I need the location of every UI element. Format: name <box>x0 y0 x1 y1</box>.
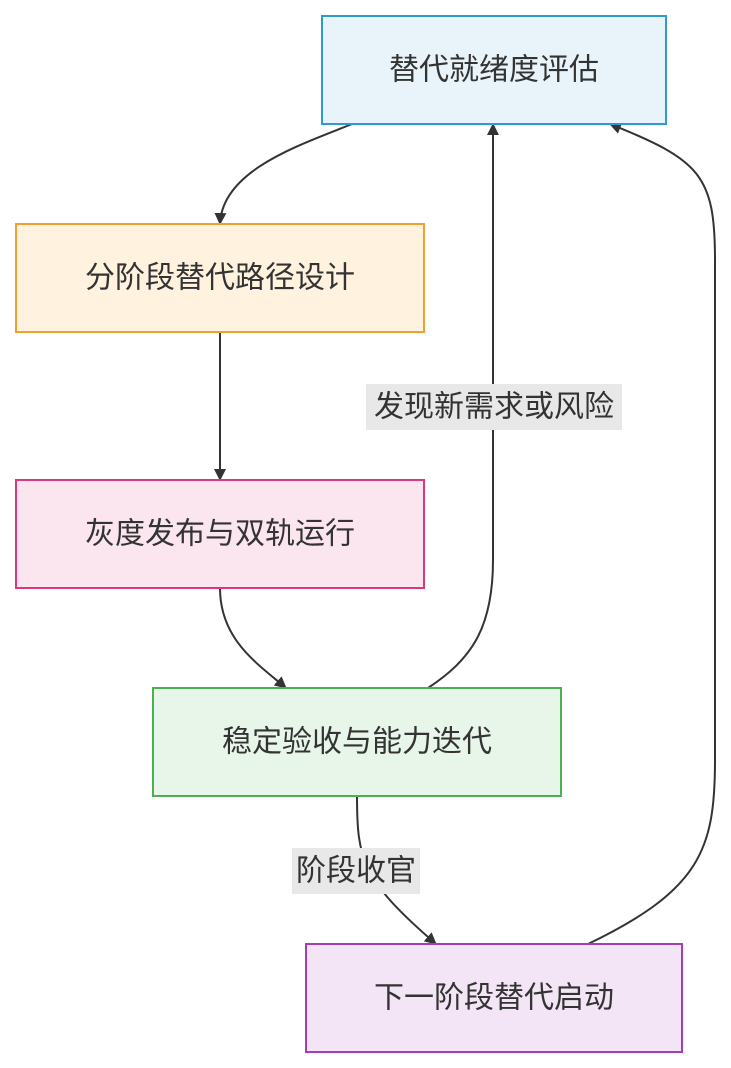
node-readiness-assessment-box <box>321 15 667 125</box>
edge-label-feedback: 发现新需求或风险 <box>366 384 622 430</box>
edge-label-feedback-text: 发现新需求或风险 <box>374 390 614 425</box>
node-readiness-assessment-label: 替代就绪度评估 <box>389 53 599 88</box>
edge-next-to-assess <box>587 122 716 945</box>
edge-accept-to-assess <box>427 123 499 689</box>
edge-label-feedback-bg <box>366 384 622 430</box>
node-phased-path-design-box <box>15 223 425 333</box>
edge-label-close-bg <box>292 848 420 894</box>
node-readiness-assessment: 替代就绪度评估 <box>321 15 667 125</box>
node-gray-release: 灰度发布与双轨运行 <box>15 479 425 589</box>
node-phased-path-design: 分阶段替代路径设计 <box>15 223 425 333</box>
node-next-phase-start-label: 下一阶段替代启动 <box>374 981 614 1016</box>
node-next-phase-start: 下一阶段替代启动 <box>305 943 683 1053</box>
edge-gray-to-accept <box>219 587 287 689</box>
node-acceptance-iteration: 稳定验收与能力迭代 <box>152 687 562 797</box>
node-acceptance-iteration-box <box>152 687 562 797</box>
edge-label-close-text: 阶段收官 <box>296 854 416 889</box>
node-acceptance-iteration-label: 稳定验收与能力迭代 <box>222 725 492 760</box>
node-next-phase-start-box <box>305 943 683 1053</box>
node-gray-release-box <box>15 479 425 589</box>
node-phased-path-design-label: 分阶段替代路径设计 <box>85 261 355 296</box>
node-gray-release-label: 灰度发布与双轨运行 <box>85 517 355 552</box>
edge-assess-to-design <box>214 123 353 225</box>
edge-label-close: 阶段收官 <box>292 848 420 894</box>
